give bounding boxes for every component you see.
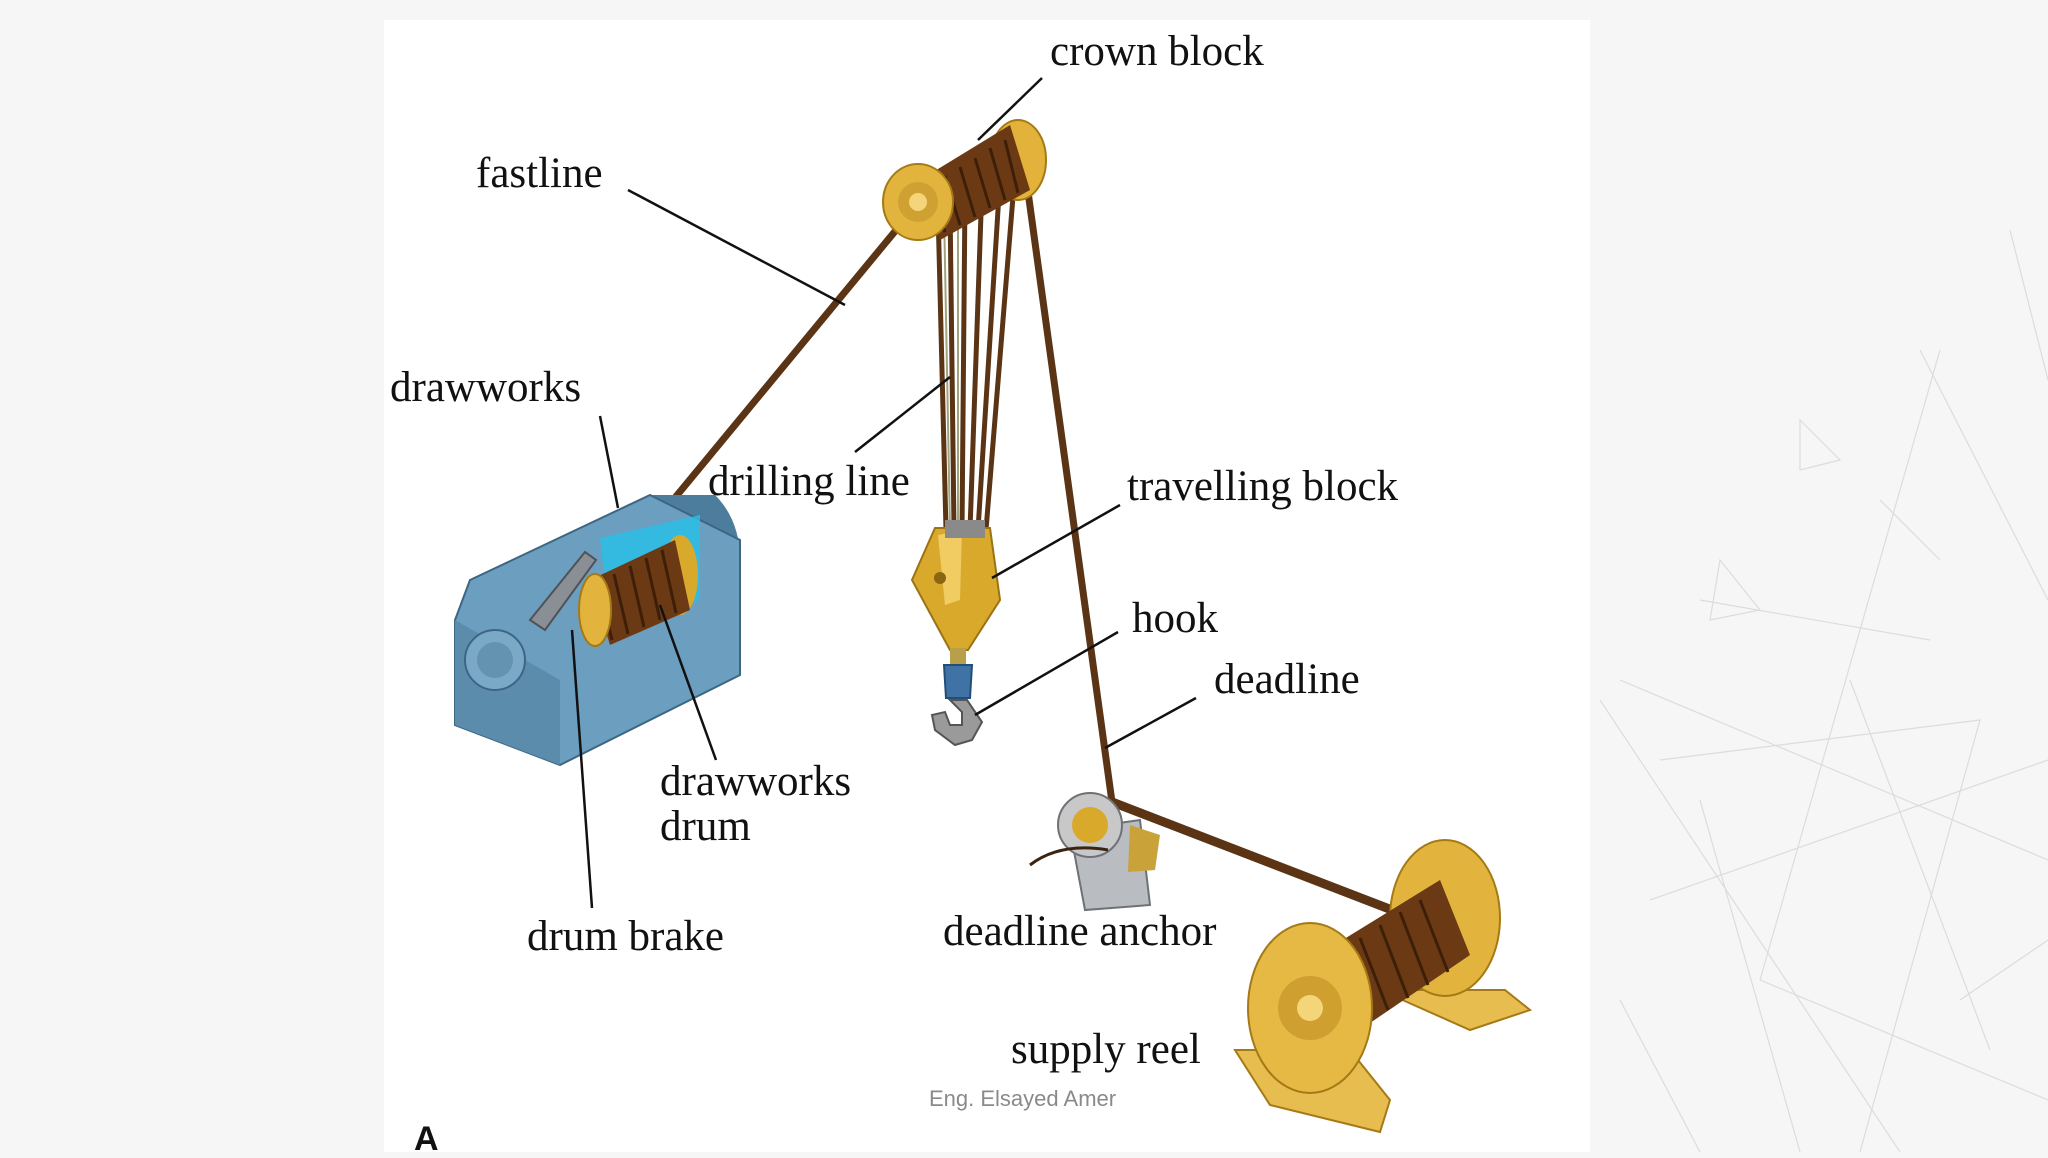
leader-lines	[570, 77, 1197, 909]
deadline-rope	[1021, 169, 1116, 803]
drilling-line-strands-light	[943, 200, 959, 531]
label-drawworks-drum-line2: drum	[660, 803, 751, 850]
label-hook: hook	[1132, 595, 1218, 642]
label-drawworks-drum-line1: drawworks	[660, 758, 852, 805]
label-deadline: deadline	[1214, 656, 1360, 703]
fastline-rope	[647, 215, 909, 531]
crown-block	[882, 119, 1047, 241]
deadline-to-reel-rope	[1110, 797, 1394, 915]
label-deadline-anchor: deadline anchor	[943, 908, 1217, 955]
label-drawworks: drawworks	[390, 364, 582, 411]
deadline-anchor	[1029, 792, 1160, 912]
panel-letter: A	[414, 1120, 439, 1158]
travelling-block	[910, 520, 1002, 651]
label-fastline: fastline	[476, 150, 603, 197]
label-drilling-line: drilling line	[708, 458, 910, 505]
label-travelling-block: travelling block	[1127, 463, 1399, 510]
author-credit: Eng. Elsayed Amer	[929, 1086, 1117, 1111]
supply-reel	[1233, 839, 1533, 1134]
label-drum-brake: drum brake	[527, 913, 725, 960]
drum-brake	[528, 550, 598, 632]
drilling-line-strands	[935, 171, 1018, 531]
hook	[930, 648, 984, 747]
label-crown-block: crown block	[1050, 28, 1264, 75]
label-supply-reel: supply reel	[1011, 1026, 1201, 1073]
